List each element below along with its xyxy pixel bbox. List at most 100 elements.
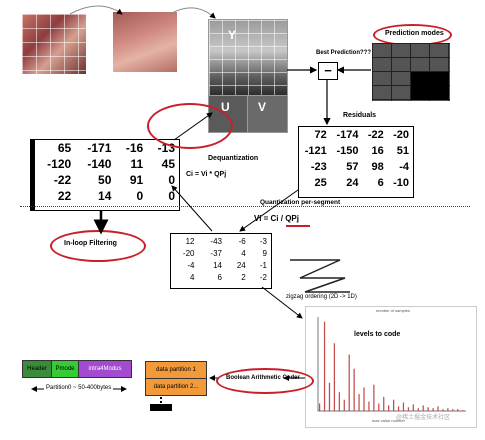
matrix-cell: 50 [98, 173, 112, 187]
chart-bar [452, 409, 454, 411]
matrix-cell: -171 [87, 141, 112, 155]
matrix-cell: 98 [371, 161, 384, 173]
chart-bar [397, 406, 400, 411]
divider [20, 206, 470, 207]
matrix-cell: 6 [377, 177, 384, 189]
matrix-cell: 12 [185, 237, 195, 246]
matrix-cell: 22 [57, 189, 72, 203]
matrix-cell: -43 [210, 237, 222, 246]
header-block: Header [22, 360, 52, 378]
chart-xlabel: max value number [372, 418, 405, 423]
chart-bar [318, 403, 321, 411]
v-label: V [258, 100, 267, 114]
chart-bar [353, 368, 355, 411]
chart-axis [317, 317, 466, 412]
matrix-cell: -16 [125, 141, 144, 155]
matrix-cell: 0 [168, 173, 175, 187]
loop-filter-label: In-loop Filtering [64, 240, 117, 247]
matrix-cell: 14 [98, 189, 112, 203]
matrix-cell: 6 [217, 273, 222, 282]
chart-bar [388, 405, 390, 411]
chart-bar [407, 407, 410, 411]
chart-title: number of samples [376, 308, 411, 313]
source-photo [22, 14, 86, 74]
matrix-row: 72-174-22-20 [299, 127, 413, 143]
matrix-cell: -37 [210, 249, 222, 258]
chart-bar [412, 404, 414, 411]
zigzag-icon [290, 259, 350, 293]
chart-bar [363, 387, 365, 411]
matrix-cell: -4 [187, 261, 195, 270]
matrix-cell: -22 [367, 129, 384, 141]
matrix-cell: 14 [213, 261, 222, 270]
matrix-cell: -140 [87, 157, 112, 171]
u-label: U [221, 100, 230, 114]
matrix-cell: -1 [259, 261, 267, 270]
matrix-cell: 24 [346, 177, 359, 189]
chart-bar [343, 399, 345, 411]
matrix-cell: -121 [304, 145, 327, 157]
dequant-title: Dequantization [208, 155, 259, 162]
matrix-cell: 4 [241, 249, 246, 258]
chart-bar [447, 408, 449, 411]
quant-formula: Vi = Ci / QPj [254, 214, 299, 223]
chart-bar [422, 405, 424, 411]
matrix-cell: -2 [259, 273, 267, 282]
matrix-cell: -174 [336, 129, 359, 141]
arith-coder-highlight [216, 368, 314, 394]
chart-bar [417, 408, 419, 411]
chart-bar [392, 399, 395, 411]
chart-bar [378, 403, 380, 411]
chart-bar [442, 409, 444, 411]
quant-title: Quantization per-segment [260, 199, 341, 206]
matrix-cell: 25 [314, 177, 327, 189]
chart-bar [368, 401, 370, 411]
matrix-cell: -3 [259, 237, 267, 246]
levels-label: levels to code [354, 331, 401, 338]
zigzag-label: zigzag ordering (2D -> 1D) [286, 294, 357, 300]
chart-bar [402, 402, 405, 411]
watermark: @稀土掘金技术社区 [396, 415, 451, 421]
matrix-cell: 11 [130, 157, 144, 171]
chart-bar [323, 321, 326, 411]
levels-chart: number of samples levels to code max val… [305, 306, 477, 428]
data-partition-1: data partition 1 [145, 361, 207, 379]
matrix-cell: 16 [371, 145, 384, 157]
intra4-block: intra4Modus [78, 360, 132, 378]
matrix-cell: -20 [393, 129, 409, 141]
chart-bar [348, 354, 350, 411]
y-plane [208, 19, 288, 97]
chart-bar [383, 396, 385, 411]
matrix-cell: -23 [310, 161, 327, 173]
chart-bar [437, 406, 439, 411]
pmode-block: Pmode [51, 360, 79, 378]
chart-bar [457, 409, 459, 411]
matrix-cell: -6 [238, 237, 246, 246]
chart-bar [373, 384, 375, 411]
zoomed-macroblock [113, 12, 177, 72]
partition-end [150, 404, 172, 411]
matrix-row: 25 24 6 -10 [299, 175, 413, 191]
data-partition-2: data partition 2... [145, 378, 207, 396]
matrix-cell: 51 [396, 145, 409, 157]
matrix-cell: -20 [182, 249, 195, 258]
residuals-label: Residuals [343, 112, 377, 119]
matrix-cell: 0 [136, 189, 144, 203]
matrix-cell: -10 [393, 177, 409, 189]
prediction-modes-grid [372, 43, 450, 101]
partition0-label: Partition0 ~ 50-400bytes [44, 385, 114, 391]
matrix-cell: 45 [161, 157, 175, 171]
chart-bar [338, 392, 340, 411]
matrix-cell: 91 [129, 173, 144, 187]
chart-bar [328, 382, 331, 411]
chart-bar [358, 394, 360, 411]
matrix-cell: 4 [190, 273, 195, 282]
